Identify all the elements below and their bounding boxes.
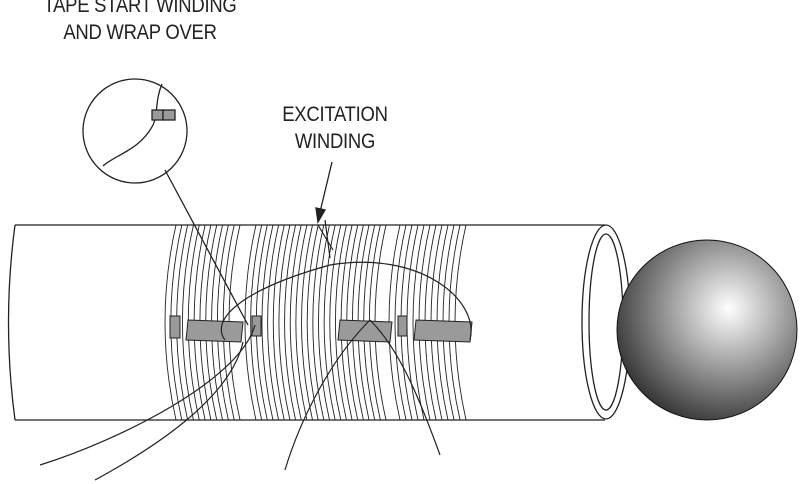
lead-wires — [39, 219, 472, 481]
coil-turn — [295, 224, 308, 421]
tape-start-label-line2: AND WRAP OVER — [63, 21, 217, 44]
excitation-winding-label: EXCITATION WINDING — [273, 101, 396, 155]
sphere — [616, 239, 798, 421]
coil-turn — [267, 224, 280, 421]
tape-start-label-line1: TAPE START WINDING — [43, 0, 237, 17]
tape-start-label: TAPE START WINDING AND WRAP OVER — [34, 0, 245, 46]
coil-turn — [394, 224, 407, 421]
coil-turn — [278, 224, 291, 421]
magnifier-detail — [82, 78, 249, 326]
magnifier-leader-line — [164, 169, 249, 326]
excitation-label-line2: WINDING — [294, 130, 376, 153]
coil-turn — [318, 224, 330, 421]
tube — [7, 224, 631, 421]
coil-turn — [329, 224, 342, 421]
coil-turn — [261, 224, 274, 421]
coil-turn — [272, 224, 285, 421]
coil-turn — [164, 224, 177, 421]
coil-turn — [250, 224, 263, 421]
coil-turn — [289, 224, 302, 421]
coil-turn — [412, 224, 425, 421]
coil-turn — [284, 224, 297, 421]
excitation-arrow — [315, 161, 333, 224]
coil-turn — [301, 224, 313, 421]
coil-turn — [335, 224, 347, 421]
tape-strips — [169, 315, 473, 343]
coil-turn — [306, 224, 319, 421]
coil-turn — [323, 224, 336, 421]
coil-turn — [244, 224, 257, 421]
coil-turn — [312, 224, 325, 421]
excitation-label-line1: EXCITATION — [282, 103, 388, 126]
